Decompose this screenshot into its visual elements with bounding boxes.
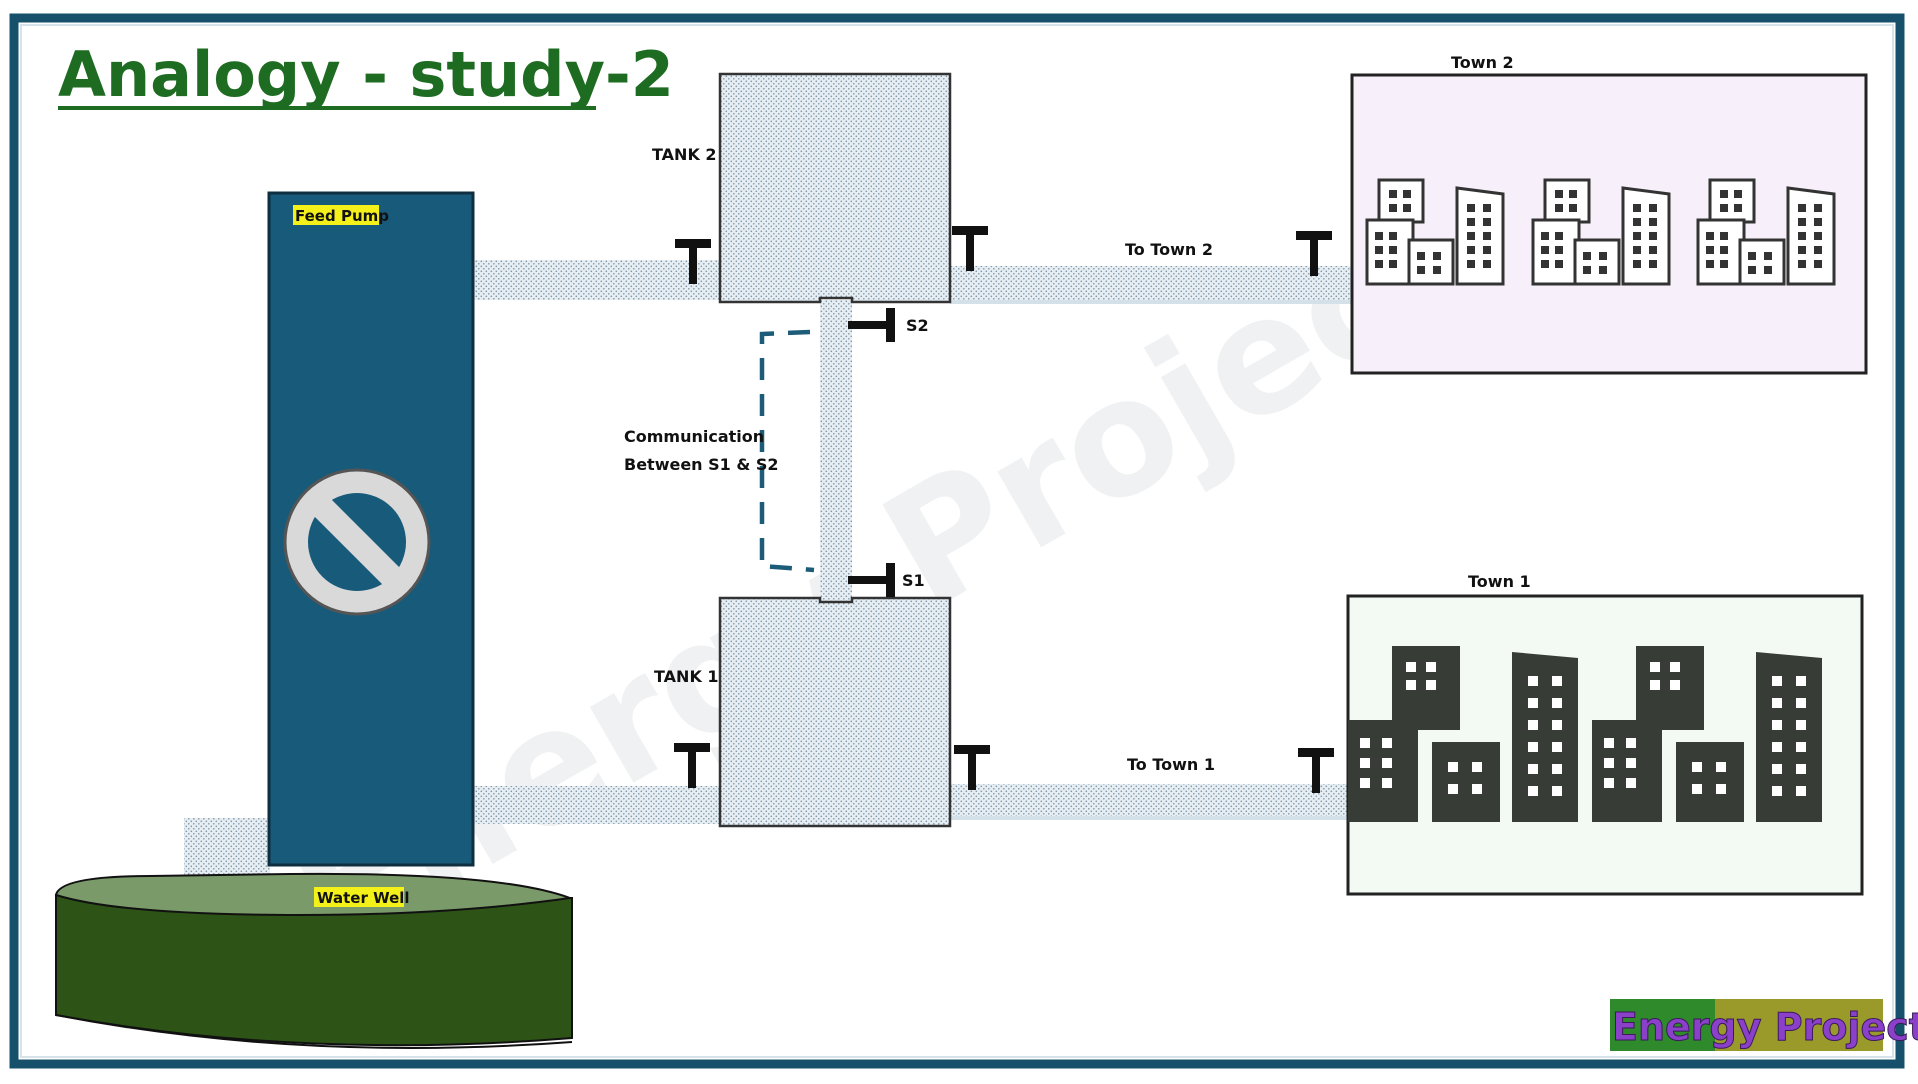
- pipe-pump-to-tank1: [472, 786, 722, 824]
- tank-1: [718, 596, 952, 828]
- tank2-label: TANK 2: [652, 145, 717, 164]
- feed-pump-label: Feed Pump: [295, 207, 389, 225]
- title-underline: [58, 106, 596, 110]
- communication-label-line1: Communication: [624, 427, 764, 446]
- town-2: [1350, 73, 1868, 375]
- svg-text:Energy Projects: Energy Projects: [1612, 1005, 1918, 1049]
- feed-pump-label-highlight: [293, 205, 379, 225]
- water-well-label: Water Well: [317, 889, 410, 907]
- valve-icon: [952, 226, 988, 271]
- communication-label-line2: Between S1 & S2: [624, 455, 779, 474]
- valve-icon-s2: [848, 308, 895, 342]
- communication-label: Communication Between S1 & S2: [624, 427, 779, 474]
- to-town2-label: To Town 2: [1125, 240, 1213, 259]
- slide-frame: [9, 13, 1905, 1069]
- water-well-label-highlight: [314, 887, 404, 907]
- no-entry-icon: [283, 468, 431, 616]
- tank1-label: TANK 1: [654, 667, 719, 686]
- pipe-to-town2-edge: [950, 300, 1352, 304]
- town2-label: Town 2: [1451, 53, 1514, 72]
- page-title: Analogy - study-2: [58, 38, 674, 111]
- pipe-to-town1-edge: [950, 816, 1348, 820]
- s1-label: S1: [902, 571, 925, 590]
- water-well: [54, 872, 573, 1049]
- pipe-from-well: [184, 818, 270, 876]
- valve-icon: [954, 745, 990, 790]
- to-town1-label: To Town 1: [1127, 755, 1215, 774]
- tank-2: [718, 72, 952, 304]
- slide-inner-border: [20, 24, 1894, 1058]
- pipe-pump-to-tank2: [472, 260, 722, 300]
- s2-label: S2: [906, 316, 929, 335]
- communication-link: [759, 329, 815, 573]
- town1-label: Town 1: [1468, 572, 1531, 591]
- pipe-to-town2: [950, 266, 1352, 304]
- energy-projects-logo: Energy Projects: [1610, 999, 1918, 1051]
- pipe-to-town1: [950, 784, 1348, 820]
- pipe-vertical-connector: [820, 300, 852, 602]
